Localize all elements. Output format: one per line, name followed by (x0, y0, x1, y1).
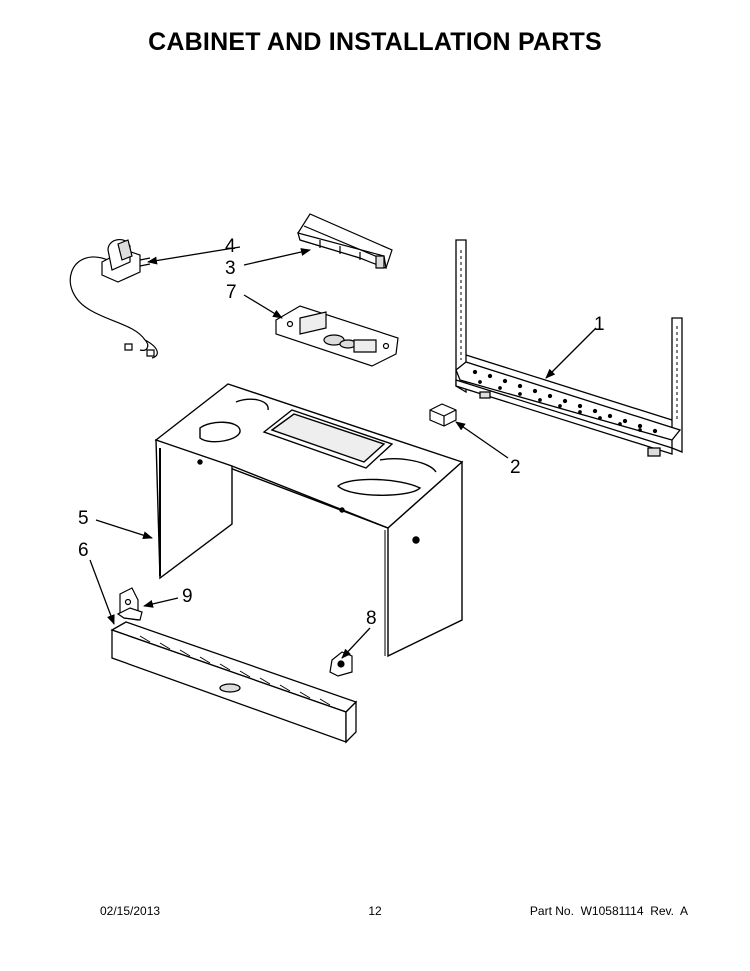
leader-2 (455, 421, 509, 459)
leader-8 (341, 627, 371, 659)
leader-7 (243, 294, 283, 319)
callout-1: 1 (594, 314, 605, 335)
mounting-plate-part (276, 306, 398, 366)
leader-3 (243, 248, 311, 266)
clip-part (430, 404, 456, 426)
footer-part-number: Part No. W10581114 Rev. A (529, 904, 688, 918)
callout-7: 7 (226, 282, 237, 303)
power-cord-part (70, 240, 157, 358)
wall-mounting-frame-part (456, 240, 682, 456)
callout-8: 8 (366, 608, 377, 629)
right-bracket-part (330, 652, 352, 676)
top-bracket-part (298, 214, 392, 268)
leader-5 (95, 519, 153, 540)
callout-9: 9 (182, 586, 193, 607)
footer-date: 02/15/2013 (100, 904, 161, 918)
footer-page-number: 12 (368, 904, 382, 918)
leader-1 (545, 327, 597, 379)
leader-6 (89, 559, 115, 625)
leader-lines (89, 246, 597, 659)
left-bracket-part (118, 588, 142, 620)
callout-4: 4 (225, 236, 236, 257)
page-title: CABINET AND INSTALLATION PARTS (148, 28, 602, 56)
vent-grille-part (112, 622, 356, 742)
leader-9 (143, 597, 179, 608)
callout-6: 6 (78, 540, 89, 561)
callout-2: 2 (510, 457, 521, 478)
leader-4 (147, 246, 241, 265)
callout-5: 5 (78, 508, 89, 529)
cabinet-wrapper-part (156, 384, 462, 656)
callout-3: 3 (225, 258, 236, 279)
